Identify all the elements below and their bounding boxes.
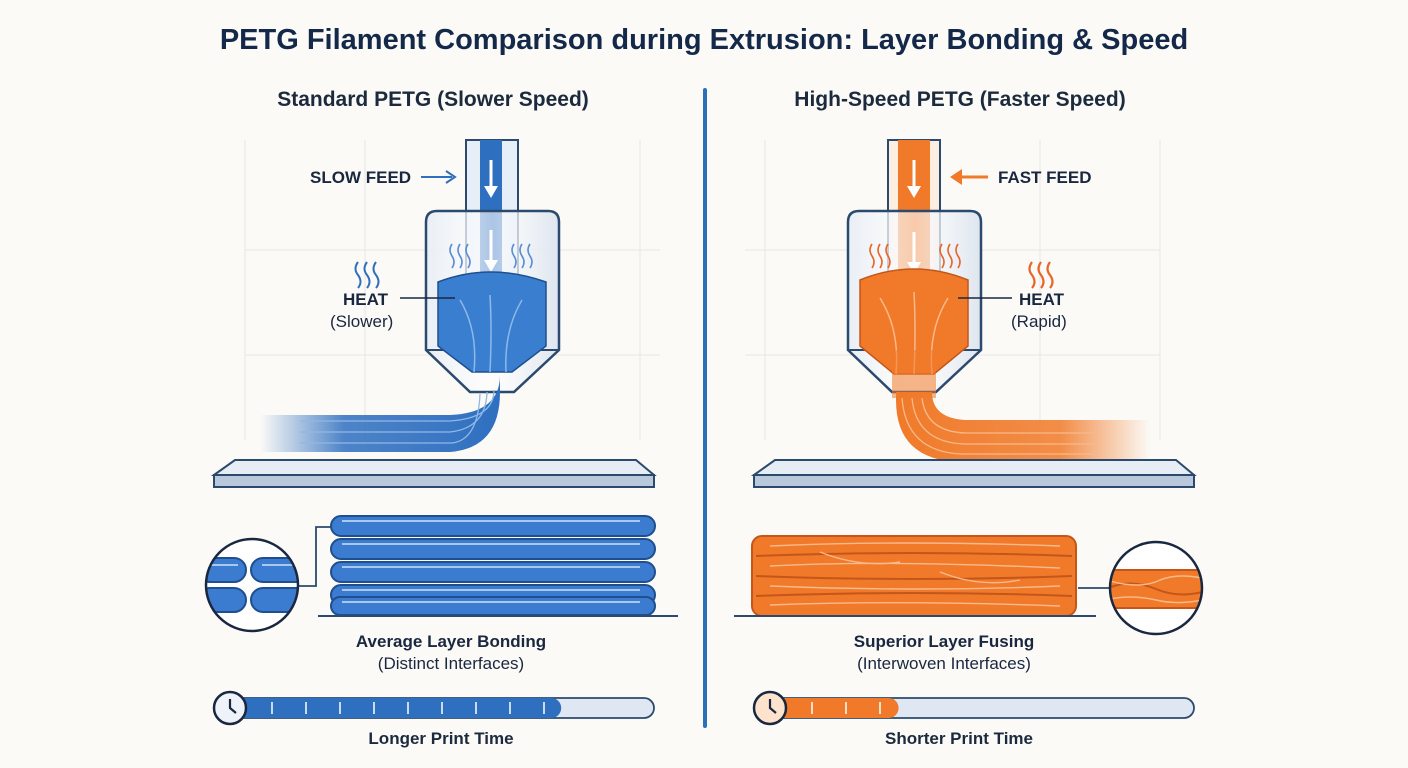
standard-layers xyxy=(298,515,678,617)
highspeed-bond-title: Superior Layer Fusing xyxy=(853,632,1035,651)
fast-feed-arrow xyxy=(950,169,988,185)
highspeed-time-bar xyxy=(752,690,1195,726)
highspeed-layers xyxy=(734,535,1110,617)
page-title: PETG Filament Comparison during Extrusio… xyxy=(219,24,1189,56)
standard-bond-caption: Average Layer Bonding (Distinct Interfac… xyxy=(291,632,611,674)
heat-icon xyxy=(354,261,380,289)
standard-magnifier xyxy=(204,537,300,633)
highspeed-nozzle xyxy=(750,139,1197,488)
heat-label-right: HEAT xyxy=(1019,290,1065,309)
slow-feed-label: SLOW FEED xyxy=(310,168,412,187)
heat-sub-right: (Rapid) xyxy=(1011,312,1067,331)
heat-icon xyxy=(1028,261,1054,289)
standard-time-label: Longer Print Time xyxy=(368,729,514,748)
standard-time-bar xyxy=(212,690,655,726)
standard-nozzle xyxy=(210,139,657,488)
standard-heading: Standard PETG (Slower Speed) xyxy=(277,88,589,111)
standard-bond-title: Average Layer Bonding xyxy=(355,632,547,651)
heat-sub-left: (Slower) xyxy=(330,312,394,331)
heat-label-left: HEAT xyxy=(343,290,389,309)
highspeed-heading: High-Speed PETG (Faster Speed) xyxy=(794,88,1126,111)
standard-bond-sub: (Distinct Interfaces) xyxy=(377,654,525,673)
highspeed-magnifier xyxy=(1108,540,1204,636)
fast-feed-label: FAST FEED xyxy=(998,168,1092,187)
highspeed-time-label: Shorter Print Time xyxy=(885,729,1033,748)
center-divider xyxy=(703,88,707,728)
highspeed-bond-sub: (Interwoven Interfaces) xyxy=(857,654,1031,673)
slow-feed-arrow xyxy=(421,170,457,184)
highspeed-bond-caption: Superior Layer Fusing (Interwoven Interf… xyxy=(784,632,1104,674)
